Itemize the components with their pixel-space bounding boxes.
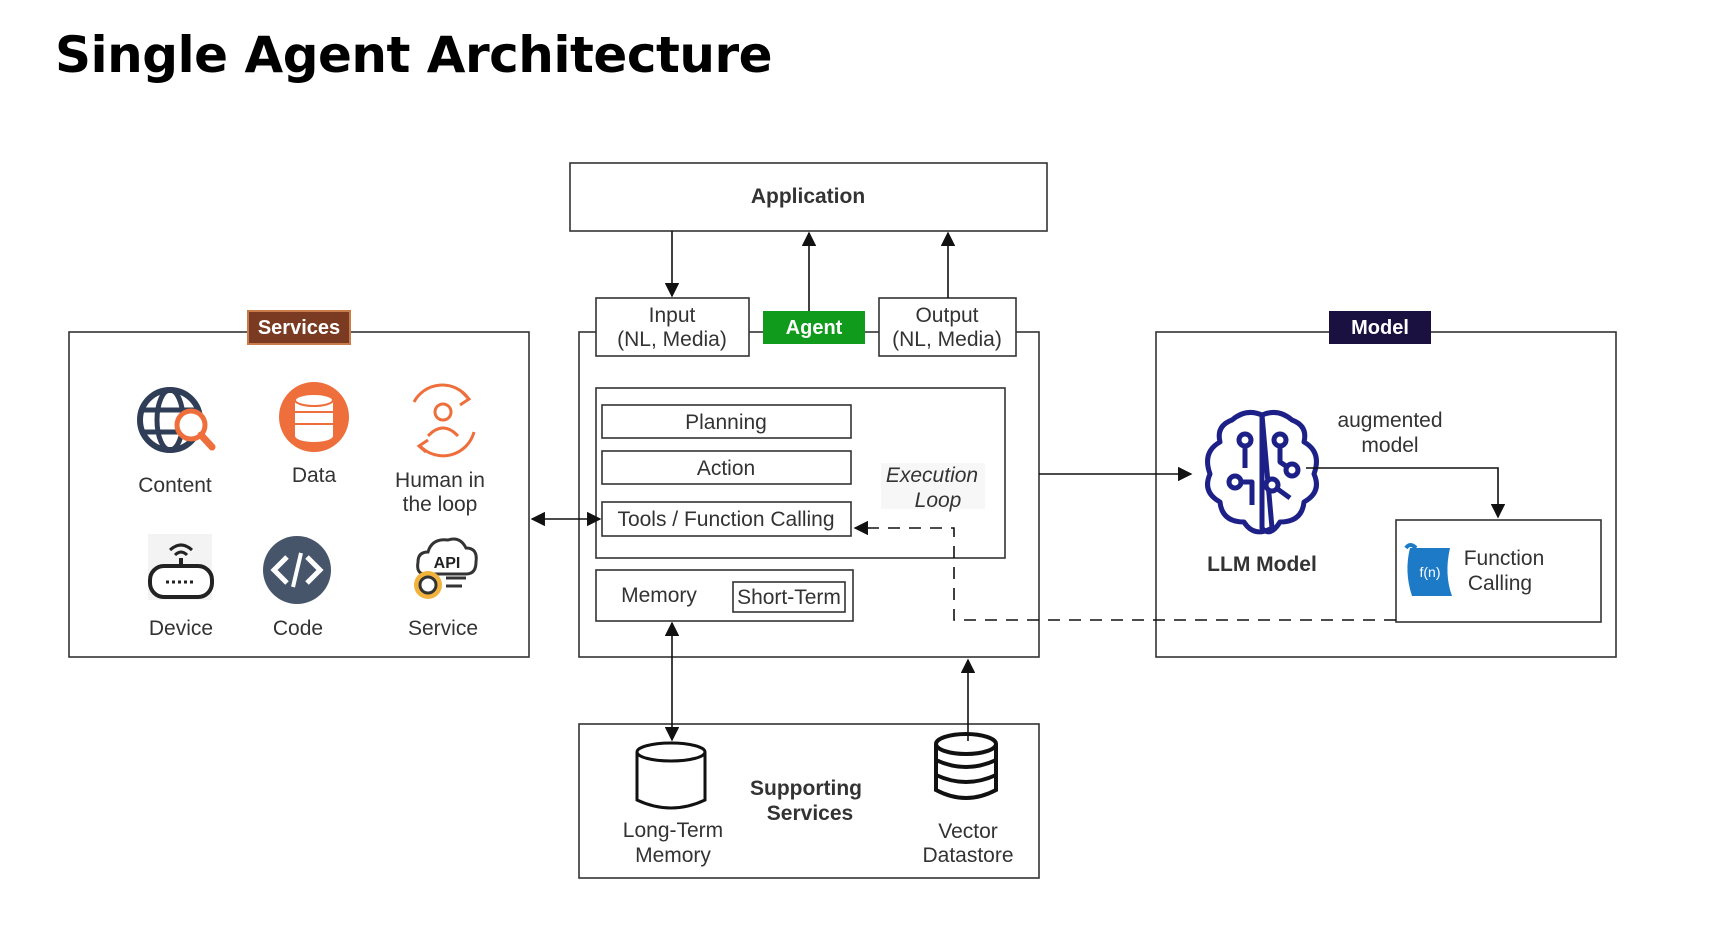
service-label-code: Code [273,617,323,640]
tools-label: Tools / Function Calling [617,508,834,531]
page-title: Single Agent Architecture [55,26,773,84]
function-calling-sublabel: Calling [1468,572,1532,595]
execution-loop-label: Execution [886,464,978,487]
router-device-icon [148,534,214,600]
function-scroll-icon: f(n) [1404,543,1452,596]
human-loop-icon [412,383,476,458]
action-label: Action [697,457,755,480]
long-term-sublabel: Memory [635,844,711,867]
services-tag [248,311,350,344]
planning-label: Planning [685,411,767,434]
model-panel: Model LLM Model augmented model f(n) Fun… [1155,311,1617,658]
connectors [530,231,1506,742]
code-icon [263,536,331,604]
input-sublabel: (NL, Media) [617,328,727,351]
input-box [595,297,750,357]
agent-tag [763,311,865,344]
svg-text:API: API [434,555,461,572]
vector-datastore-label: Vector [938,820,998,843]
service-label-service: Service [408,617,478,640]
function-calling-label: Function [1464,547,1545,570]
vector-datastore-icon [934,732,998,800]
augmented-label: augmented [1337,409,1442,432]
service-label-content: Content [138,474,212,497]
llm-brain-icon [1205,409,1319,535]
planning-box [601,404,852,439]
action-box [601,450,852,485]
memory-label: Memory [621,584,697,607]
service-label-device: Device [149,617,213,640]
augmented-sublabel: model [1361,434,1418,457]
database-icon [279,382,349,452]
service-label-data: Data [292,464,337,487]
input-label: Input [649,304,696,327]
service-label-human-line1: Human in [395,469,485,492]
function-icon-text: f(n) [1420,564,1441,580]
llm-model-label: LLM Model [1207,553,1317,576]
model-tag-label: Model [1351,317,1409,339]
tools-box [601,501,852,537]
application-label: Application [751,185,865,208]
long-term-label: Long-Term [623,819,723,842]
output-sublabel: (NL, Media) [892,328,1002,351]
model-tag [1329,311,1431,344]
agent-panel: Input (NL, Media) Agent Output (NL, Medi… [578,297,1040,658]
application-box: Application [569,162,1048,232]
short-term-label: Short-Term [737,586,841,609]
api-gear-icon: API [414,537,478,599]
short-term-box [732,581,846,613]
long-term-cylinder-icon [635,741,707,810]
supporting-services-panel: Long-Term Memory Supporting Services Vec… [578,723,1040,879]
agent-tag-label: Agent [786,317,843,339]
output-label: Output [915,304,978,327]
service-label-human-line2: the loop [403,493,478,516]
globe-search-icon [137,387,216,453]
execution-loop-sublabel: Loop [915,489,962,512]
services-tag-label: Services [258,317,340,339]
vector-datastore-sublabel: Datastore [922,844,1013,867]
supporting-services-title: Supporting [750,777,862,800]
services-panel: Services Content Data [68,310,530,658]
supporting-services-subtitle: Services [767,802,853,825]
